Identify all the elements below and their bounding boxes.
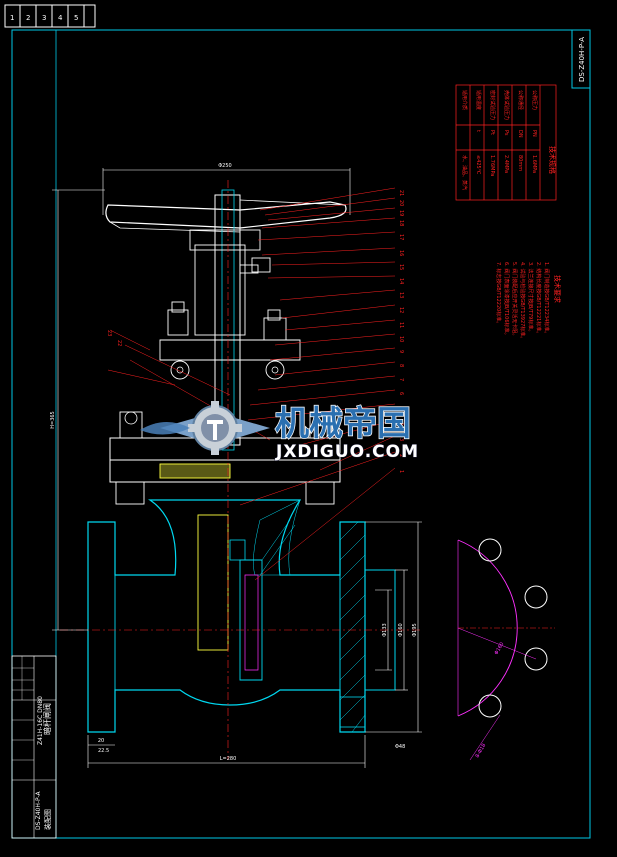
svg-text:壳体试验压力: 壳体试验压力 [503,90,510,120]
balloon-13: 13 [398,292,404,298]
bolt-hole-4 [478,694,502,718]
svg-text:2: 2 [26,14,30,22]
face-to-face-label: L=280 [220,756,237,762]
bolt-hole-1 [478,538,502,562]
part-balloons: 21 20 19 18 17 16 15 14 13 12 11 10 9 8 … [398,190,404,473]
handwheel [105,201,347,229]
svg-text:3. 法兰连接尺寸按JB/T79标准。: 3. 法兰连接尺寸按JB/T79标准。 [527,262,534,334]
svg-text:≤425℃: ≤425℃ [475,155,481,175]
balloon-11: 11 [398,322,404,328]
balloon-16: 16 [398,250,404,256]
balloon-14: 14 [398,278,404,284]
svg-text:3: 3 [42,14,46,22]
balloon-2: 2 [398,454,404,457]
svg-text:水、油品、蒸汽: 水、油品、蒸汽 [461,155,468,190]
title-part-number: DS-Z40H-P-A [35,790,42,830]
handwheel-dim: Φ250 [218,163,231,169]
watermark-cn: 机械帝国 [275,404,411,444]
balloon-7: 7 [398,378,404,381]
title-block: 暗杆闸阀 Z41H-16C DN80 装配图 DS-Z40H-P-A [11,655,57,839]
left-offset-label: 22.5 [98,748,109,754]
balloon-10: 10 [398,336,404,342]
balloon-6: 6 [398,392,404,395]
overall-height-label: H=365 [50,411,56,429]
leader-lines [107,187,396,581]
title-code: Z41H-16C DN80 [37,696,44,745]
svg-text:Pt: Pt [489,130,495,135]
balloon-1: 1 [398,470,404,473]
svg-text:4. 试验与检验按GB/T13927标准。: 4. 试验与检验按GB/T13927标准。 [519,262,526,341]
balloon-5: 5 [398,406,404,409]
face-to-face-dim [87,735,366,768]
watermark-en: JXDIGUO.COM [275,442,419,462]
inner-border [55,29,591,839]
svg-text:2. 结构长度按GB/T12221标准。: 2. 结构长度按GB/T12221标准。 [535,262,542,336]
svg-text:80mm: 80mm [517,155,523,171]
title-name: 暗杆闸阀 [42,703,52,735]
svg-text:PN: PN [531,130,537,137]
balloon-8: 8 [398,364,404,367]
svg-text:Ps: Ps [503,130,509,136]
svg-text:6. 阀门表面涂漆按JB/T106标准。: 6. 阀门表面涂漆按JB/T106标准。 [503,262,510,338]
top-left-marks: 1 2 3 4 5 [4,4,96,28]
drawing-number-box [571,29,591,89]
drawing-number: DS-Z40H-P-A [578,37,586,82]
svg-text:1.6MPa: 1.6MPa [531,155,537,173]
bolt-pcd-label: Φ160 [494,641,506,656]
bolt-hole-3 [524,647,548,671]
spec-table-text: 技术规格 公称压力 公称通径 壳体试验压力 密封试验压力 适用温度 适用介质 P… [461,90,557,190]
bolt-circle-label: Φ160 [398,623,404,636]
svg-text:技术要求: 技术要求 [553,275,562,303]
svg-text:5. 阀门装配后应开关灵活无卡阻。: 5. 阀门装配后应开关灵活无卡阻。 [511,262,518,338]
svg-text:公称压力: 公称压力 [531,90,538,110]
balloon-9: 9 [398,350,404,353]
svg-text:2.4MPa: 2.4MPa [503,155,509,173]
svg-text:1. 阀门制造按GB/T12234标准。: 1. 阀门制造按GB/T12234标准。 [543,262,550,336]
balloon-17: 17 [398,234,404,240]
gear-wings-logo-icon [140,401,270,455]
spec-table [455,84,557,201]
svg-text:7. 标志按GB/T12220标准。: 7. 标志按GB/T12220标准。 [495,262,502,326]
balloon-3: 3 [398,438,404,441]
balloon-20: 20 [398,200,404,206]
svg-text:公称通径: 公称通径 [517,90,524,110]
svg-text:1.76MPa: 1.76MPa [489,155,495,176]
bolt-hole-2 [524,585,548,609]
height-dim [52,189,105,631]
flange-bolt-pattern: Φ160 8-Φ18 [457,538,555,761]
balloon-22: 22 [116,340,122,346]
balloon-12: 12 [398,307,404,313]
svg-text:DN: DN [517,130,523,138]
svg-text:密封试验压力: 密封试验压力 [489,90,496,120]
flange-dims [365,521,422,733]
balloon-23: 23 [106,330,112,336]
balloon-19: 19 [398,210,404,216]
stem [221,189,235,451]
svg-text:t: t [475,130,481,132]
tech-notes: 技术要求 1. 阀门制造按GB/T12234标准。 2. 结构长度按GB/T12… [495,262,562,341]
flange-thickness-label: 20 [98,738,104,744]
title-drawing-type: 装配图 [43,809,52,830]
balloon-21: 21 [398,190,404,196]
jxdiguo-watermark: 机械帝国 JXDIGUO.COM [140,401,419,462]
svg-text:1: 1 [10,14,14,22]
balloon-18: 18 [398,220,404,226]
bottom-right-label: Φ48 [395,744,405,750]
svg-text:技术规格: 技术规格 [548,146,557,174]
flange-od-label: Φ195 [412,623,418,636]
svg-text:适用温度: 适用温度 [475,90,482,110]
balloon-4: 4 [398,422,404,425]
svg-text:适用介质: 适用介质 [461,90,468,110]
svg-text:4: 4 [58,14,63,22]
balloon-15: 15 [398,264,404,270]
raised-face-label: Φ133 [382,623,388,636]
left-balloons: 23 22 [106,330,122,346]
gate-valve-assembly: Φ250 [50,163,422,768]
svg-text:5: 5 [74,14,78,22]
